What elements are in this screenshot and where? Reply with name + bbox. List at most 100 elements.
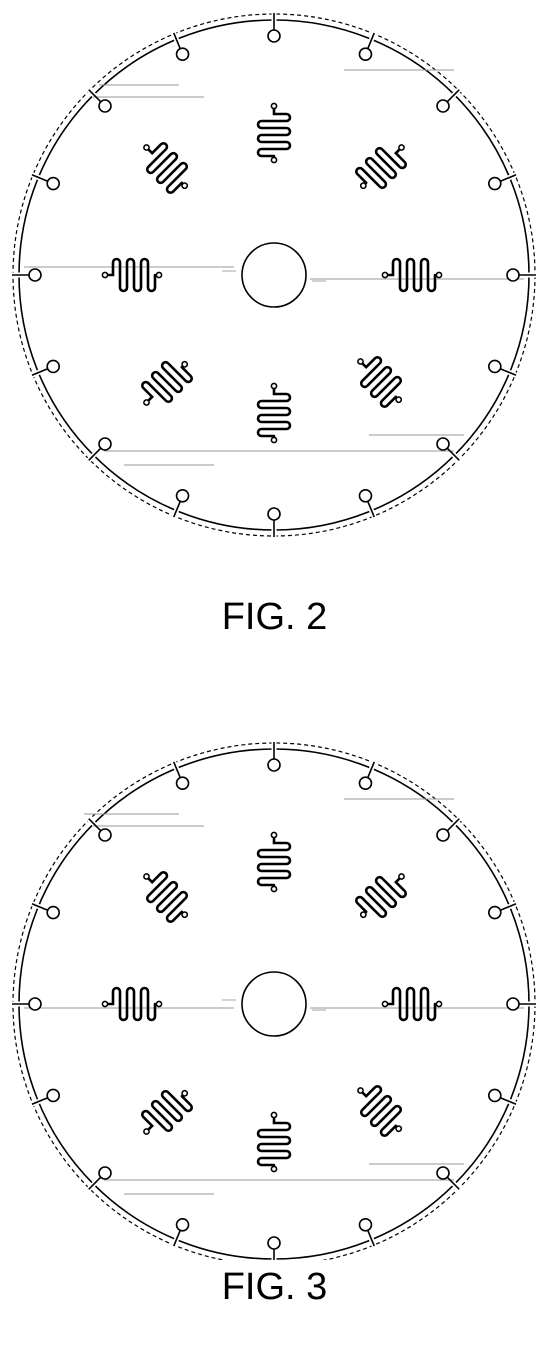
gap-relief-hole	[99, 1167, 111, 1179]
gap-relief-hole	[177, 1219, 189, 1231]
slot-end-hole	[102, 272, 107, 277]
keyhole-gullet-icon	[268, 11, 280, 42]
keyhole-gullet-icon	[437, 88, 461, 112]
arbor-hole-icon	[242, 972, 306, 1036]
gap-relief-hole	[437, 100, 449, 112]
keyhole-gullet-icon	[268, 508, 280, 539]
gap-relief-hole	[268, 508, 280, 520]
gap-relief-hole	[29, 269, 41, 281]
slot-end-hole	[156, 272, 161, 277]
serpentine-slot-icon	[258, 383, 290, 442]
saw-blade-drawing	[0, 0, 549, 580]
serpentine-path	[387, 988, 435, 1020]
gap-slit	[447, 448, 459, 460]
serpentine-slot-icon	[133, 134, 197, 198]
gap-relief-hole	[359, 48, 371, 60]
gap-relief-hole	[268, 30, 280, 42]
serpentine-slot-icon	[347, 1077, 411, 1141]
serpentine-path	[258, 388, 290, 436]
gap-relief-hole	[47, 178, 59, 190]
keyhole-gullet-icon	[87, 438, 111, 462]
serpentine-path	[258, 108, 290, 156]
slot-end-hole	[271, 103, 276, 108]
slot-end-hole	[271, 1166, 276, 1171]
gap-relief-hole	[29, 998, 41, 1010]
serpentine-path	[258, 1117, 290, 1165]
serpentine-path	[107, 988, 155, 1020]
gap-relief-hole	[99, 438, 111, 450]
slot-end-hole	[102, 1001, 107, 1006]
slot-end-hole	[271, 157, 276, 162]
gap-relief-hole	[359, 1219, 371, 1231]
figure-caption: FIG. 2	[0, 596, 549, 639]
gap-relief-hole	[507, 269, 519, 281]
serpentine-slot-icon	[382, 259, 441, 291]
slot-end-hole	[436, 272, 441, 277]
serpentine-slot-icon	[133, 1080, 197, 1144]
gap-slit	[447, 90, 459, 102]
gap-relief-hole	[489, 907, 501, 919]
gap-relief-hole	[507, 998, 519, 1010]
keyhole-gullet-icon	[437, 1167, 461, 1191]
gap-relief-hole	[47, 907, 59, 919]
gap-relief-hole	[489, 360, 501, 372]
gap-relief-hole	[177, 490, 189, 502]
serpentine-slot-icon	[133, 351, 197, 415]
keyhole-gullet-icon	[268, 1237, 280, 1260]
slot-end-hole	[156, 1001, 161, 1006]
slot-end-hole	[271, 886, 276, 891]
gap-relief-hole	[47, 360, 59, 372]
keyhole-gullet-icon	[437, 438, 461, 462]
gap-relief-hole	[177, 48, 189, 60]
gap-relief-hole	[489, 1089, 501, 1101]
gap-relief-hole	[489, 178, 501, 190]
gap-relief-hole	[99, 100, 111, 112]
gap-relief-hole	[359, 777, 371, 789]
gap-relief-hole	[268, 759, 280, 771]
slot-end-hole	[271, 832, 276, 837]
serpentine-slot-icon	[258, 103, 290, 162]
arbor-hole-icon	[242, 243, 306, 307]
gap-relief-hole	[437, 438, 449, 450]
serpentine-slot-icon	[102, 988, 161, 1020]
slot-end-hole	[271, 383, 276, 388]
keyhole-gullet-icon	[268, 740, 280, 771]
gap-slit	[89, 448, 101, 460]
gap-slit	[89, 90, 101, 102]
slot-end-hole	[271, 437, 276, 442]
slot-end-hole	[271, 1112, 276, 1117]
gap-relief-hole	[437, 1167, 449, 1179]
gap-relief-hole	[177, 777, 189, 789]
gap-slit	[447, 1177, 459, 1189]
gap-relief-hole	[437, 829, 449, 841]
keyhole-gullet-icon	[437, 817, 461, 841]
gap-slit	[89, 819, 101, 831]
serpentine-path	[258, 837, 290, 885]
gap-slit	[447, 819, 459, 831]
serpentine-slot-icon	[258, 1112, 290, 1171]
serpentine-path	[387, 259, 435, 291]
gap-relief-hole	[359, 490, 371, 502]
gap-relief-hole	[99, 829, 111, 841]
figure-3: FIG. 3	[0, 740, 549, 1369]
gap-relief-hole	[47, 1089, 59, 1101]
serpentine-slot-icon	[382, 988, 441, 1020]
keyhole-gullet-icon	[10, 269, 41, 281]
figure-caption: FIG. 3	[0, 1266, 549, 1309]
saw-blade-drawing	[0, 740, 549, 1260]
serpentine-slot-icon	[350, 134, 414, 198]
serpentine-path	[107, 259, 155, 291]
keyhole-gullet-icon	[87, 817, 111, 841]
serpentine-slot-icon	[350, 863, 414, 927]
gap-relief-hole	[268, 1237, 280, 1249]
serpentine-slot-icon	[133, 863, 197, 927]
serpentine-slot-icon	[102, 259, 161, 291]
serpentine-slot-icon	[347, 348, 411, 412]
slot-end-hole	[382, 272, 387, 277]
keyhole-gullet-icon	[87, 88, 111, 112]
slot-end-hole	[382, 1001, 387, 1006]
serpentine-slot-icon	[258, 832, 290, 891]
slot-end-hole	[436, 1001, 441, 1006]
keyhole-gullet-icon	[87, 1167, 111, 1191]
figure-2: FIG. 2	[0, 0, 549, 700]
